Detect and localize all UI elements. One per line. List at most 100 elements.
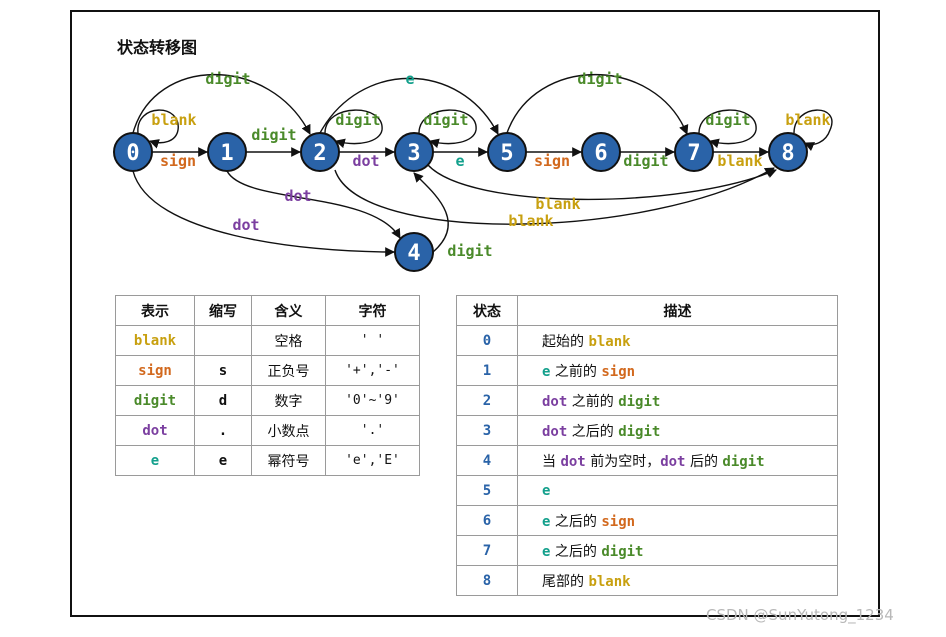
state-node-circle [581, 132, 621, 172]
state-number: 6 [456, 505, 518, 536]
edge-label-2-to-3: dot [352, 152, 379, 170]
edge-8-to-8 [793, 109, 833, 152]
edge-label-2-to-5: e [405, 70, 414, 88]
edge-label-2-to-2: digit [335, 111, 380, 129]
token-e: e [542, 543, 551, 560]
token-blank: blank [588, 573, 631, 590]
state-description: e 之后的 digit [517, 535, 838, 566]
desc-text: 后的 [685, 453, 723, 470]
state-node-6: 6 [581, 132, 621, 172]
legend-symbol: e [115, 445, 195, 476]
state-node-circle [113, 132, 153, 172]
edge-label-4-to-3: digit [447, 242, 492, 260]
edge-0-to-0 [137, 109, 179, 149]
state-description: dot 之后的 digit [517, 415, 838, 446]
state-node-3: 3 [394, 132, 434, 172]
edge-label-0-to-4: dot [232, 216, 259, 234]
edge-label-6-to-7: digit [623, 152, 668, 170]
state-number: 7 [456, 535, 518, 566]
edge-0-to-2 [132, 74, 311, 135]
state-number: 4 [456, 445, 518, 476]
edge-2-to-8 [334, 167, 775, 225]
legend-abbr: e [194, 445, 252, 476]
states-header-state: 状态 [456, 295, 518, 326]
legend-symbol: dot [115, 415, 195, 446]
desc-text: 尾部的 [542, 573, 589, 590]
edge-3-to-3 [418, 109, 477, 149]
edge-labels-layer: blanksigndigitdotdigitdotdigitdoteblankd… [151, 70, 830, 260]
state-node-4: 4 [394, 232, 434, 272]
state-node-2: 2 [300, 132, 340, 172]
edge-3-to-8 [427, 164, 777, 201]
token-dot: dot [660, 453, 686, 470]
desc-text: 前为空时， [585, 453, 661, 470]
legend-header-abbr: 缩写 [194, 295, 252, 326]
token-e: e [542, 482, 551, 499]
legend-chars: 'e','E' [325, 445, 420, 476]
legend-meaning: 小数点 [251, 415, 326, 446]
legend-symbol: sign [115, 355, 195, 386]
legend-meaning: 幂符号 [251, 445, 326, 476]
state-description: 当 dot 前为空时，dot 后的 digit [517, 445, 838, 476]
token-dot: dot [542, 393, 568, 410]
state-description: e 之后的 sign [517, 505, 838, 536]
legend-meaning: 空格 [251, 325, 326, 356]
state-node-label: 2 [313, 141, 326, 166]
state-node-label: 6 [594, 141, 607, 166]
state-node-label: 7 [687, 141, 700, 166]
state-description: 尾部的 blank [517, 565, 838, 596]
edge-0-to-4 [132, 170, 395, 257]
desc-text: 之后的 [550, 513, 602, 530]
edge-label-1-to-4: dot [284, 187, 311, 205]
state-node-8: 8 [768, 132, 808, 172]
token-e: e [542, 363, 551, 380]
state-description: e [517, 475, 838, 506]
state-number: 8 [456, 565, 518, 596]
legend-abbr [194, 325, 252, 356]
token-dot: dot [560, 453, 586, 470]
edge-label-5-to-6: sign [534, 152, 570, 170]
edge-label-0-to-1: sign [160, 152, 196, 170]
legend-row: dot.小数点'.' [115, 415, 420, 446]
token-blank: blank [588, 333, 631, 350]
desc-text: 之后的 [550, 543, 602, 560]
legend-meaning: 数字 [251, 385, 326, 416]
state-node-circle [674, 132, 714, 172]
edge-2-to-2 [324, 109, 383, 149]
token-dot: dot [542, 423, 568, 440]
edge-5-to-7 [506, 74, 689, 135]
watermark: CSDN @SunYutong_1234 [706, 606, 894, 624]
state-node-circle [487, 132, 527, 172]
desc-text: 之后的 [567, 423, 619, 440]
state-node-circle [207, 132, 247, 172]
edge-label-7-to-8: blank [717, 152, 762, 170]
legend-header-chars: 字符 [325, 295, 420, 326]
edge-label-5-to-7: digit [577, 70, 622, 88]
edge-2-to-5 [319, 77, 499, 135]
edge-label-0-to-2: digit [205, 70, 250, 88]
state-description: 起始的 blank [517, 325, 838, 356]
legend-symbol: blank [115, 325, 195, 356]
legend-abbr: s [194, 355, 252, 386]
edge-label-3-to-3: digit [423, 111, 468, 129]
legend-chars: '0'~'9' [325, 385, 420, 416]
state-node-label: 5 [500, 141, 513, 166]
legend-header-symbol: 表示 [115, 295, 195, 326]
state-node-label: 4 [407, 241, 420, 266]
desc-text: 起始的 [542, 333, 589, 350]
legend-symbol: digit [115, 385, 195, 416]
state-node-circle [768, 132, 808, 172]
